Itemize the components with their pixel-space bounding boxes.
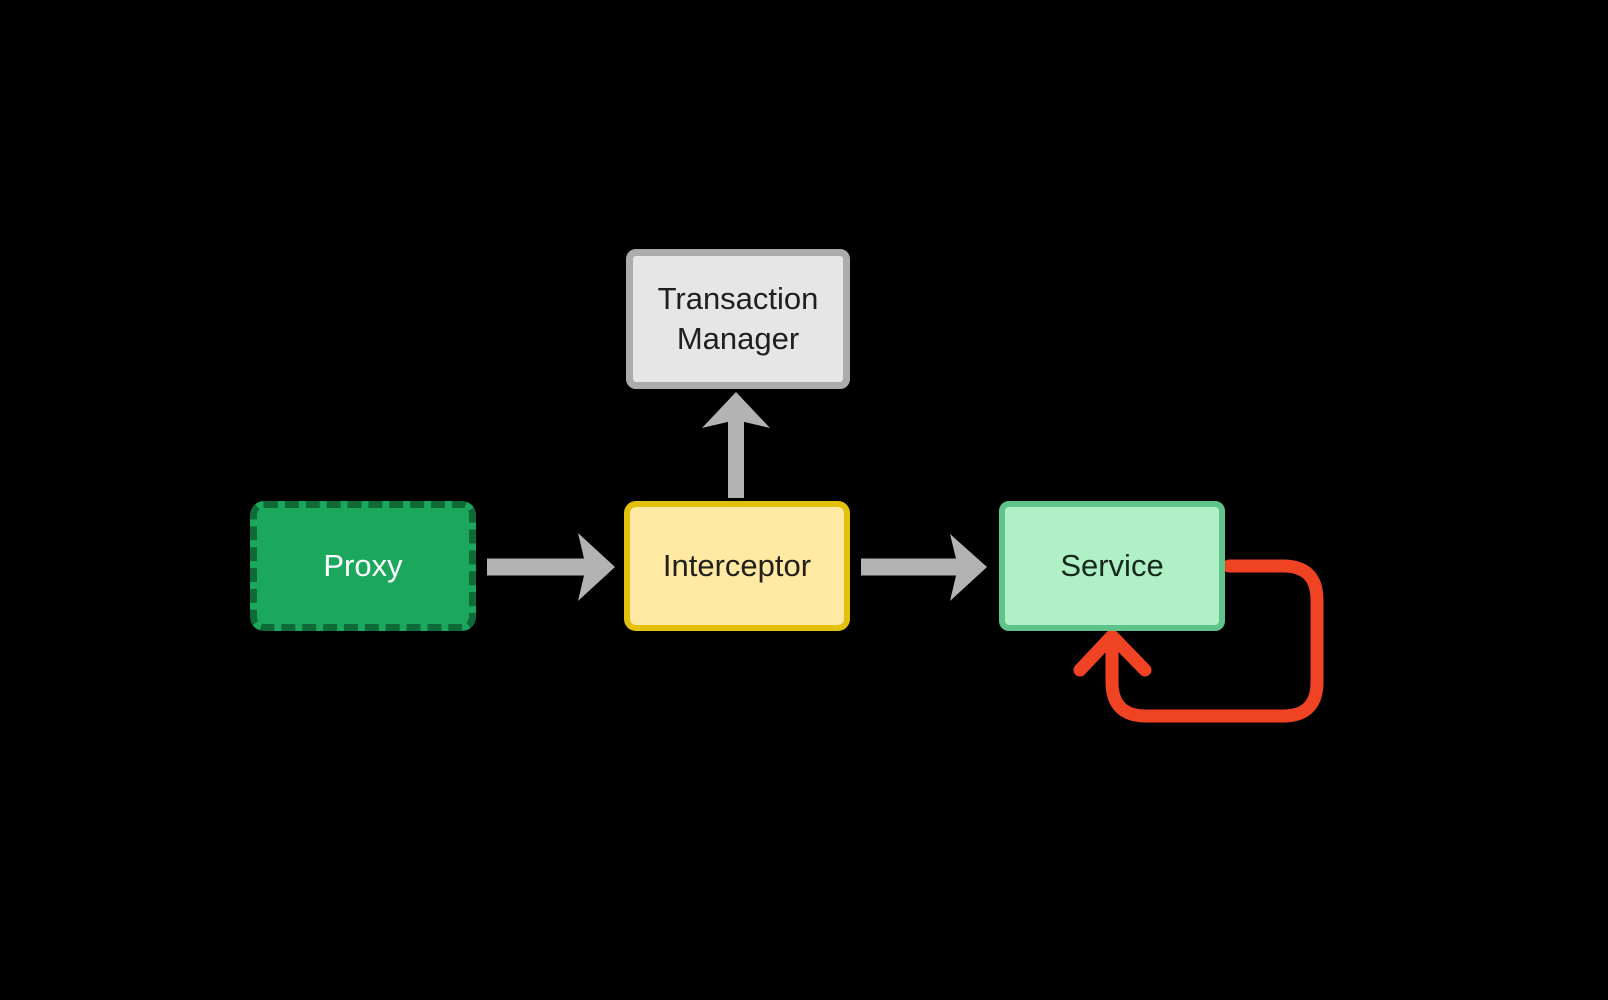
- arrowhead-right-icon: [578, 533, 615, 601]
- edge-interceptor-to-service: [861, 534, 987, 601]
- node-service-label: Service: [1060, 547, 1164, 583]
- node-transaction-manager-label: Transaction Manager: [657, 280, 819, 356]
- arrowhead-right-icon: [950, 534, 987, 601]
- edge-proxy-to-interceptor: [487, 533, 615, 601]
- edge-interceptor-to-txmanager: [702, 392, 770, 498]
- edge-service-self-loop: [1073, 559, 1324, 723]
- node-service[interactable]: Service: [999, 501, 1225, 631]
- loop-path: [1105, 559, 1324, 723]
- node-interceptor-label: Interceptor: [662, 547, 812, 583]
- node-proxy-label: Proxy: [323, 547, 403, 583]
- node-proxy[interactable]: Proxy: [250, 501, 476, 631]
- node-interceptor[interactable]: Interceptor: [624, 501, 850, 631]
- node-transaction-manager[interactable]: Transaction Manager: [626, 249, 850, 389]
- arrowhead-up-open-icon: [1073, 629, 1152, 677]
- arrowhead-up-icon: [702, 392, 770, 428]
